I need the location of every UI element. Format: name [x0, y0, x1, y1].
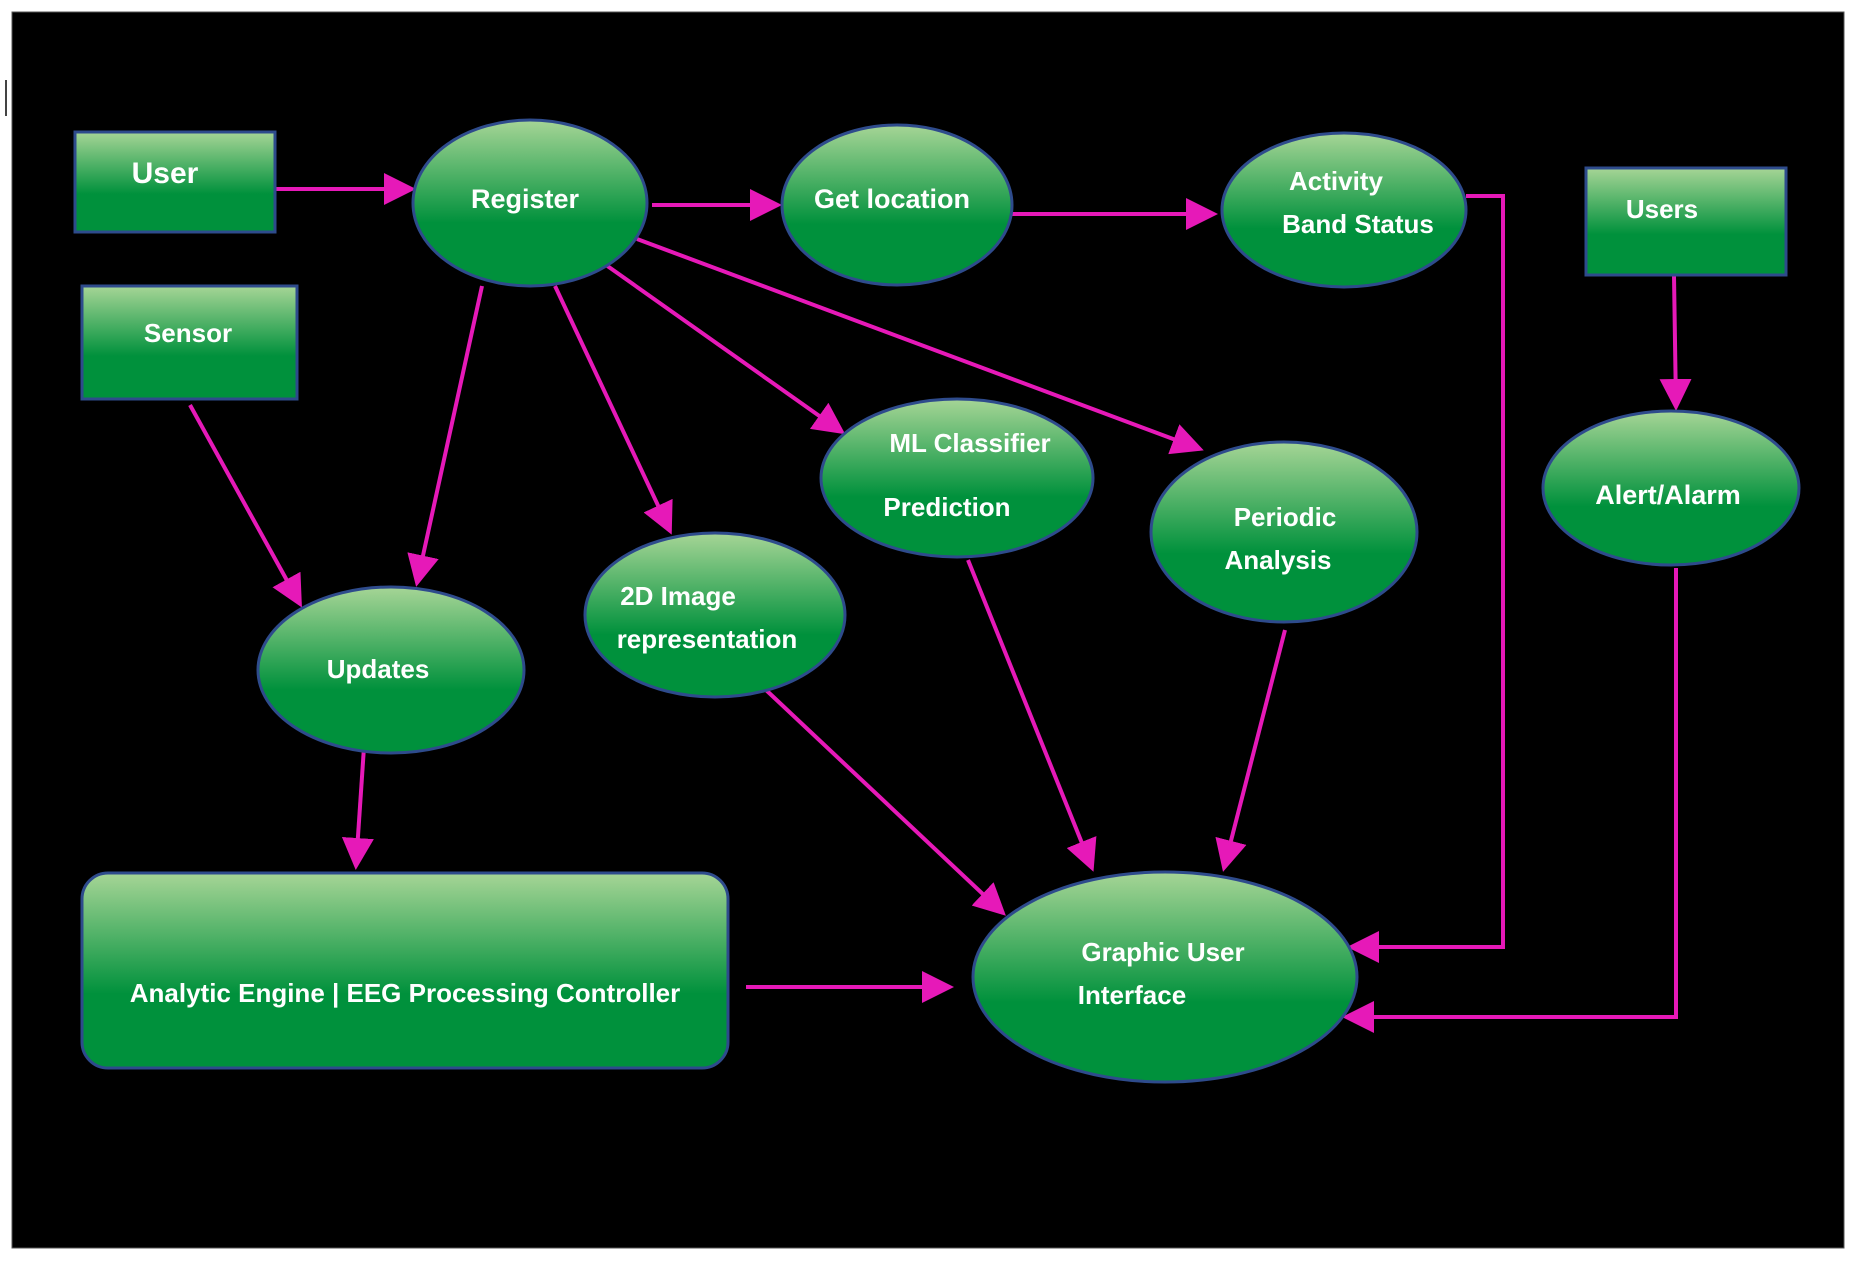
arrow-activity-band-status-to-gui — [1347, 194, 1505, 963]
node-updates-label-1: Updates — [327, 654, 430, 684]
node-image-2d: 2D Image representation — [583, 531, 847, 699]
arrow-periodic-analysis-to-gui — [1215, 629, 1287, 872]
edges-layer — [188, 173, 1692, 1033]
arrow-ml-classifier-to-gui — [966, 559, 1097, 872]
node-users-shape — [1584, 166, 1788, 277]
node-image-2d-label-1: 2D Image — [620, 581, 736, 611]
arrow-users-to-alert-alarm — [1659, 275, 1692, 411]
node-ml-classifier-label-1: ML Classifier — [889, 428, 1050, 458]
arrow-register-to-image-2d — [553, 285, 673, 535]
node-user-label-1: User — [132, 157, 199, 190]
node-periodic-analysis-label-2: Analysis — [1225, 545, 1332, 575]
node-alert-alarm-shape — [1541, 409, 1801, 567]
node-ml-classifier-label-2: Prediction — [883, 492, 1010, 522]
node-image-2d-shape — [583, 531, 847, 699]
node-activity-band-status-label-2: Band Status — [1282, 209, 1434, 239]
node-gui-label-1: Graphic User — [1081, 937, 1244, 967]
node-gui-label-2: Interface — [1078, 980, 1186, 1010]
node-sensor-shape — [80, 284, 299, 401]
node-analytic-engine-label-1: Analytic Engine | EEG Processing Control… — [130, 978, 681, 1008]
node-updates: Updates — [256, 585, 526, 755]
arrow-image-2d-to-gui — [764, 688, 1006, 916]
node-register: Register — [411, 118, 649, 288]
arrow-register-to-updates — [407, 285, 484, 587]
arrow-updates-to-analytic-engine — [341, 746, 374, 870]
node-register-label-1: Register — [471, 184, 580, 214]
node-periodic-analysis-shape — [1149, 440, 1419, 624]
node-get-location-label-1: Get location — [814, 184, 970, 214]
node-image-2d-label-2: representation — [617, 624, 798, 654]
node-get-location: Get location — [780, 123, 1014, 287]
arrow-register-to-ml-classifier — [604, 263, 846, 435]
node-sensor-label-1: Sensor — [144, 318, 232, 348]
node-analytic-engine-shape — [80, 871, 730, 1070]
node-analytic-engine: Analytic Engine | EEG Processing Control… — [80, 871, 730, 1070]
node-user-shape — [73, 130, 277, 234]
node-alert-alarm-label-1: Alert/Alarm — [1595, 480, 1741, 510]
node-alert-alarm: Alert/Alarm — [1541, 409, 1801, 567]
node-users: Users — [1584, 166, 1788, 277]
node-users-label-1: Users — [1626, 194, 1698, 224]
node-periodic-analysis-label-1: Periodic — [1234, 502, 1337, 532]
node-get-location-shape — [780, 123, 1014, 287]
text-cursor-mark — [5, 80, 7, 116]
node-activity-band-status-shape — [1220, 131, 1468, 289]
node-user: User — [73, 130, 277, 234]
node-register-shape — [411, 118, 649, 288]
node-updates-shape — [256, 585, 526, 755]
node-sensor: Sensor — [80, 284, 299, 401]
node-ml-classifier-shape — [819, 397, 1095, 559]
arrow-alert-alarm-to-gui — [1342, 568, 1678, 1033]
node-activity-band-status-label-1: Activity — [1289, 166, 1383, 196]
arrow-register-to-periodic-analysis — [636, 237, 1204, 455]
node-gui-shape — [971, 870, 1359, 1084]
arrow-sensor-to-updates — [188, 404, 302, 608]
